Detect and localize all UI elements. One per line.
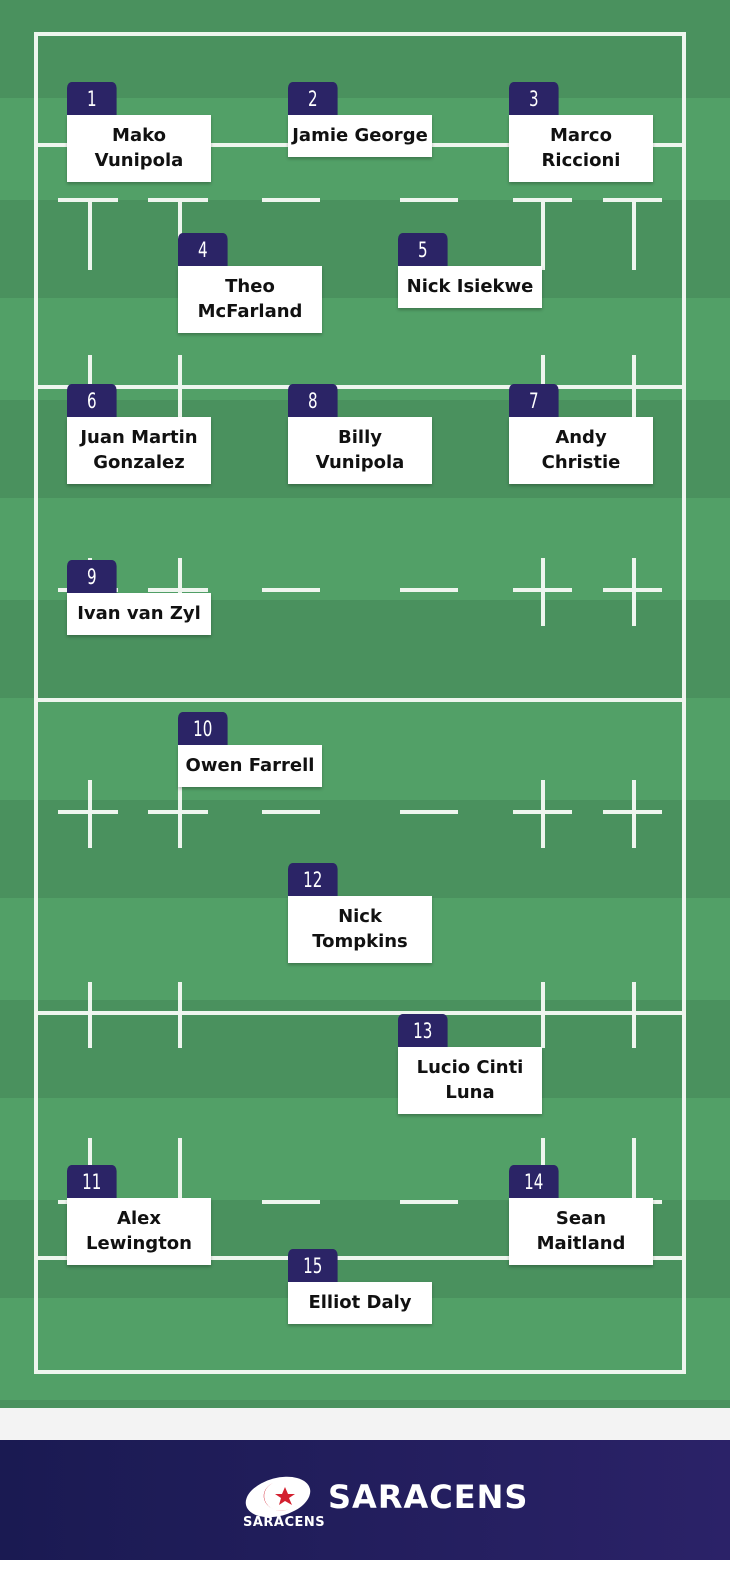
player-number-badge: 9 bbox=[67, 560, 117, 593]
player-name: Mako Vunipola bbox=[67, 115, 211, 182]
player-number-badge: 6 bbox=[67, 384, 117, 417]
footer: SARACENS SARACENS bbox=[0, 1440, 730, 1560]
player-name: Ivan van Zyl bbox=[67, 593, 211, 635]
player-name: Nick Tompkins bbox=[288, 896, 432, 963]
player-name: Elliot Daly bbox=[288, 1282, 432, 1324]
saracens-logo-icon bbox=[245, 1476, 311, 1518]
player-name: Marco Riccioni bbox=[509, 115, 653, 182]
player-name: Andy Christie bbox=[509, 417, 653, 484]
player-name: Sean Maitland bbox=[509, 1198, 653, 1265]
logo-text: SARACENS bbox=[243, 1515, 326, 1530]
player-number-badge: 12 bbox=[288, 863, 338, 896]
player-number-badge: 3 bbox=[509, 82, 559, 115]
separator bbox=[0, 1408, 730, 1440]
player-number-badge: 15 bbox=[288, 1249, 338, 1282]
player-name: Lucio Cinti Luna bbox=[398, 1047, 542, 1114]
player-name: Owen Farrell bbox=[178, 745, 322, 787]
player-number-badge: 1 bbox=[67, 82, 117, 115]
player-number-badge: 14 bbox=[509, 1165, 559, 1198]
player-number-badge: 4 bbox=[178, 233, 228, 266]
brand-name: SARACENS bbox=[328, 1478, 529, 1516]
player-number-badge: 10 bbox=[178, 712, 228, 745]
player-number-badge: 2 bbox=[288, 82, 338, 115]
player-name: Jamie George bbox=[288, 115, 432, 157]
player-name: Nick Isiekwe bbox=[398, 266, 542, 308]
player-number-badge: 13 bbox=[398, 1014, 448, 1047]
player-name: Theo McFarland bbox=[178, 266, 322, 333]
player-number-badge: 7 bbox=[509, 384, 559, 417]
player-name: Billy Vunipola bbox=[288, 417, 432, 484]
player-name: Alex Lewington bbox=[67, 1198, 211, 1265]
player-number-badge: 8 bbox=[288, 384, 338, 417]
player-number-badge: 11 bbox=[67, 1165, 117, 1198]
player-name: Juan Martin Gonzalez bbox=[67, 417, 211, 484]
player-number-badge: 5 bbox=[398, 233, 448, 266]
